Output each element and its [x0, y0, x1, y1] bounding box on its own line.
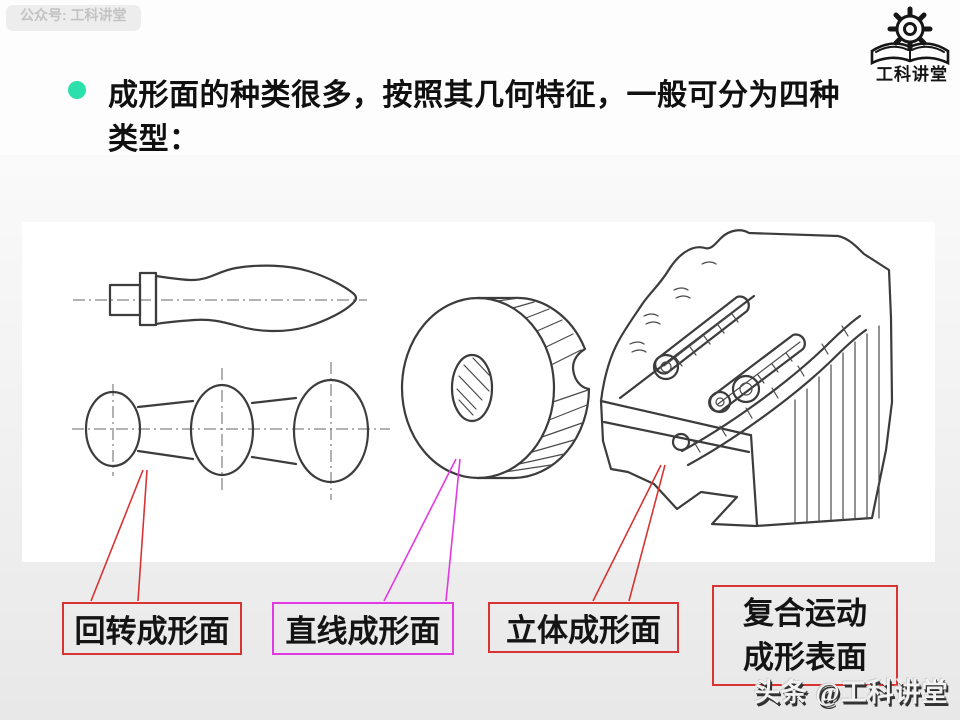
label-line: 成形表面 [743, 639, 867, 675]
callout-line-solid [592, 464, 666, 602]
label-line: 复合运动 [743, 596, 867, 632]
watermark-text: 头条 @工科讲堂 [754, 678, 949, 707]
lathe-handle-drawing [73, 264, 367, 333]
right-face-hatch [794, 325, 880, 523]
bullet-text-line-2: 类型： [108, 123, 200, 156]
callout-line-rotary [90, 469, 148, 602]
wechat-account-badge: 公众号: 工科讲堂 [6, 5, 141, 31]
chamfer-band-hatch [693, 325, 849, 453]
forging-die-block-drawing [599, 229, 894, 528]
label-box-linear-formed-surface: 直线成形面 [272, 602, 454, 655]
gear-book-logo-icon [870, 6, 950, 66]
knurled-wheel-drawing [400, 296, 591, 480]
wheel-rim-hatch [497, 297, 589, 473]
logo-text: 工科讲堂 [876, 65, 948, 84]
ball-handle-drawing [72, 362, 390, 500]
bullet-text-line-1: 成形面的种类很多，按照其几何特征，一般可分为四种 [108, 79, 840, 112]
die-cavity-slot-1 [652, 295, 750, 381]
bullet-marker [68, 81, 86, 99]
label-box-compound-motion-formed-surface: 复合运动 成形表面 [712, 585, 898, 686]
label-box-solid-formed-surface: 立体成形面 [488, 602, 679, 653]
raw-surface-texture [629, 261, 717, 353]
label-box-rotary-formed-surface: 回转成形面 [62, 602, 242, 655]
wheel-hole-hatch [456, 357, 492, 416]
die-cavity-slot-2 [708, 333, 806, 414]
callout-line-linear [383, 458, 461, 602]
